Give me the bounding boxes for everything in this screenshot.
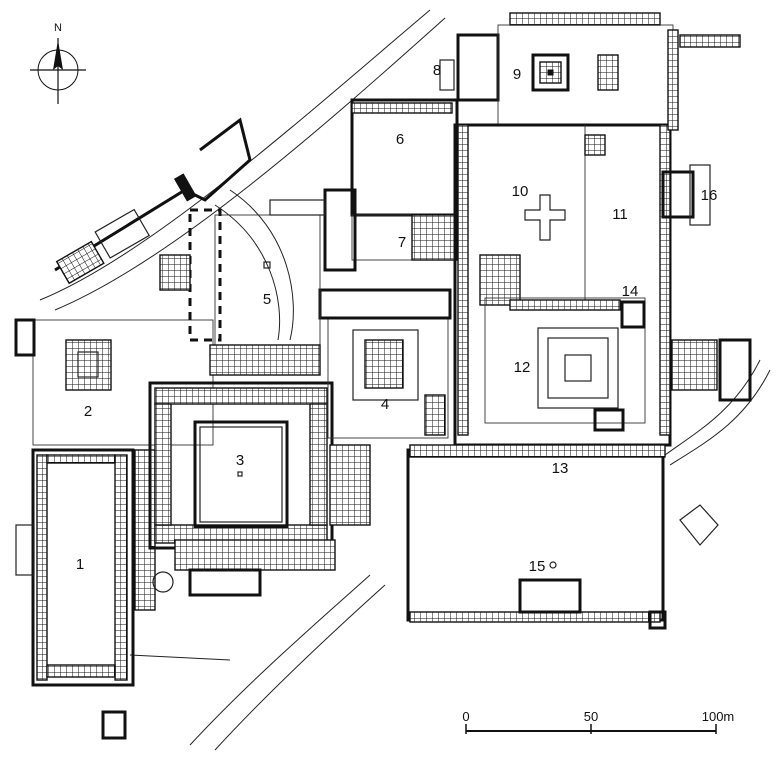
area-labels: 1 2 3 4 5 6 7 8 9 10 11 12 13 14 15 16 xyxy=(76,62,718,575)
label-area-4: 4 xyxy=(381,396,389,413)
label-area-6: 6 xyxy=(396,131,404,148)
label-area-11: 11 xyxy=(612,206,628,223)
north-arrow: N xyxy=(30,22,86,104)
label-area-1: 1 xyxy=(76,556,84,573)
scale-bar: 0 50 100m xyxy=(462,709,734,734)
area-5-court xyxy=(159,208,321,376)
area-8-9-complex xyxy=(439,12,674,126)
label-area-3: 3 xyxy=(236,452,244,469)
area-14-16-structures xyxy=(620,164,752,402)
northwest-ruins xyxy=(54,117,252,285)
scale-label-100m: 100m xyxy=(702,709,735,724)
label-area-5: 5 xyxy=(263,291,271,308)
area-2-court xyxy=(14,318,214,446)
isolated-block xyxy=(101,710,127,740)
label-area-8: 8 xyxy=(433,62,441,79)
scale-label-0: 0 xyxy=(462,709,469,724)
label-area-12: 12 xyxy=(514,359,531,376)
label-area-7: 7 xyxy=(398,234,406,251)
scale-label-50: 50 xyxy=(584,709,598,724)
label-area-15: 15 xyxy=(529,558,546,575)
area-4-court xyxy=(318,288,452,439)
label-area-10: 10 xyxy=(512,183,529,200)
label-area-9: 9 xyxy=(513,66,521,83)
area-12-court xyxy=(484,297,646,432)
area-1-hall xyxy=(15,448,156,687)
label-area-16: 16 xyxy=(701,187,718,204)
area-6-7-courts xyxy=(269,98,459,272)
north-label: N xyxy=(54,22,62,34)
area-13-15-court xyxy=(406,444,719,630)
label-area-14: 14 xyxy=(622,283,639,300)
label-area-13: 13 xyxy=(552,460,569,477)
label-area-2: 2 xyxy=(84,403,92,420)
area-3-peristyle xyxy=(148,381,371,597)
